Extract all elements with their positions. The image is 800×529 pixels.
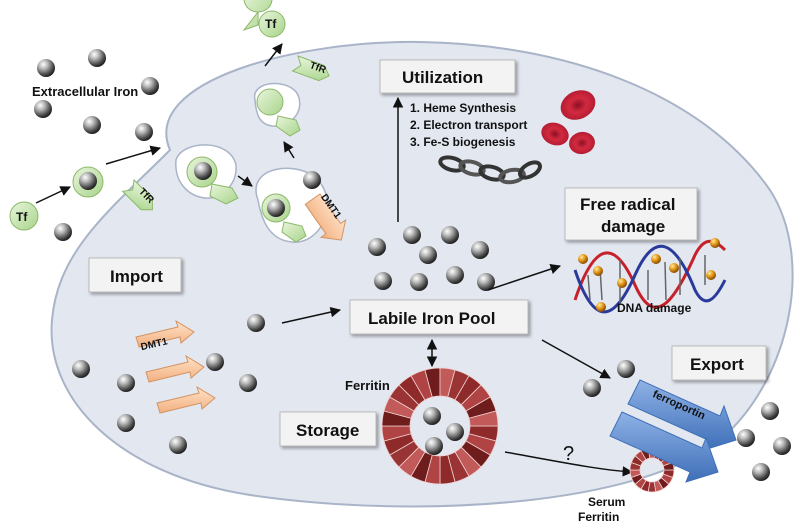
tf-tfr-complex-endosome [261, 171, 321, 243]
iron-atom [247, 314, 265, 332]
import-box [88, 257, 182, 293]
serum-ferritin-label-line1: Serum [588, 495, 625, 509]
dmt1-membrane-arrows [135, 319, 216, 414]
chain-icon [438, 155, 542, 185]
ferritin-shell [381, 367, 499, 485]
question-mark: ? [563, 443, 574, 465]
arrow-to-export [541, 339, 611, 379]
labile-iron-pool-label: Labile Iron Pool [368, 309, 496, 328]
tf-top-label: Tf [265, 17, 277, 31]
arrow-to-serum-ferritin [504, 451, 634, 477]
iron-atom [617, 360, 635, 378]
ferritin-subunit [468, 410, 499, 427]
extracellular-iron-label: Extracellular Iron [32, 84, 138, 99]
dna-damage-label: DNA damage [617, 301, 692, 315]
utilization-item-2: 2. Electron transport [410, 118, 527, 132]
storage-box [279, 411, 377, 447]
red-blood-cells-icon [541, 90, 596, 155]
utilization-label: Utilization [402, 68, 483, 87]
arrow-to-dna [487, 264, 561, 291]
tf-left-label: Tf [16, 210, 28, 224]
arrow-pit-to-endosome [237, 175, 253, 187]
utilization-item-1: 1. Heme Synthesis [410, 101, 516, 115]
tf-iron-complex [72, 166, 104, 198]
free-radical-label-line2: damage [601, 217, 665, 236]
arrow-to-lip [281, 306, 342, 324]
tfr-left-icon [121, 178, 153, 211]
tfr-top-icon [291, 55, 330, 82]
free-radical-box [564, 187, 698, 241]
utilization-box [379, 59, 516, 94]
dmt1-endosome-arrow [304, 193, 347, 241]
export-box [671, 345, 767, 381]
tf-left-icon [9, 201, 39, 231]
import-label: Import [110, 267, 163, 286]
arrow-recycle-out [264, 43, 283, 67]
tf-top-icon [242, 0, 286, 38]
iron-atom [583, 379, 601, 397]
serum-ferritin-label-line2: Ferritin [578, 510, 619, 524]
radical-atoms [578, 238, 720, 312]
arrow-tf-to-complex [35, 186, 71, 204]
arrow-complex-to-pit [105, 145, 162, 165]
storage-label: Storage [296, 421, 359, 440]
iron-atom [54, 223, 72, 241]
ferritin-label: Ferritin [345, 378, 390, 393]
tf-tfr-complex-endosome-top [256, 88, 301, 137]
export-label: Export [690, 355, 744, 374]
ferroportin-arrows [609, 379, 737, 483]
tf-tfr-complex-pit [186, 156, 239, 205]
free-radical-label-line1: Free radical [580, 195, 675, 214]
arrow-endosome-recycle [283, 141, 295, 159]
labile-iron-pool-box [349, 299, 529, 335]
utilization-item-3: 3. Fe-S biogenesis [410, 135, 516, 149]
